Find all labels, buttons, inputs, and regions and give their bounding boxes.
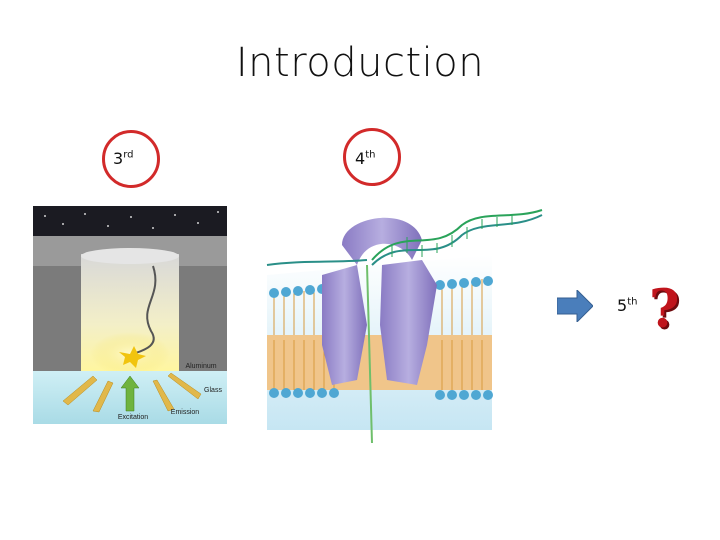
third-gen-label: 3rd: [113, 149, 134, 168]
slide-title: Introduction: [235, 40, 485, 86]
emission-label: Emission: [171, 409, 200, 416]
fifth-gen-label: 5th: [617, 296, 638, 315]
right-arrow-icon: [557, 290, 593, 322]
fourth-gen-label: 4th: [355, 149, 376, 168]
fourth-gen-circle: [343, 128, 401, 186]
aluminum-label: Aluminum: [185, 363, 216, 370]
nanopore-figure: [266, 209, 543, 443]
smrt-well-figure: Aluminum Glass Excitation Emission: [33, 206, 227, 424]
third-gen-circle: [102, 130, 160, 188]
glass-label: Glass: [204, 387, 222, 394]
question-mark-icon: ?: [649, 279, 680, 340]
excitation-label: Excitation: [118, 414, 148, 421]
